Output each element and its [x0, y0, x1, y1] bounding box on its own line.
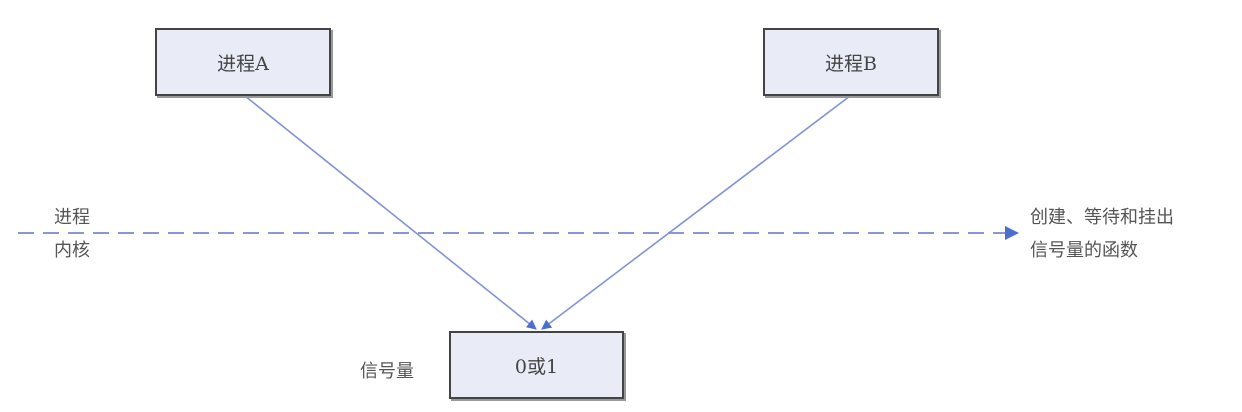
process-side-label: 进程	[54, 207, 90, 228]
arrow-a-to-semaphore	[244, 95, 537, 330]
process-b-box: 进程B	[763, 28, 939, 96]
process-a-label: 进程A	[217, 52, 269, 75]
semaphore-box: 0或1	[449, 331, 624, 399]
arrow-b-to-semaphore	[541, 95, 851, 330]
semaphore-value: 0或1	[514, 355, 559, 378]
functions-label-line1: 创建、等待和挂出	[1030, 207, 1174, 228]
process-b-label: 进程B	[825, 52, 877, 75]
functions-label-line2: 信号量的函数	[1030, 240, 1138, 261]
kernel-side-label: 内核	[54, 240, 90, 261]
semaphore-label: 信号量	[360, 361, 414, 382]
process-a-box: 进程A	[155, 28, 331, 96]
